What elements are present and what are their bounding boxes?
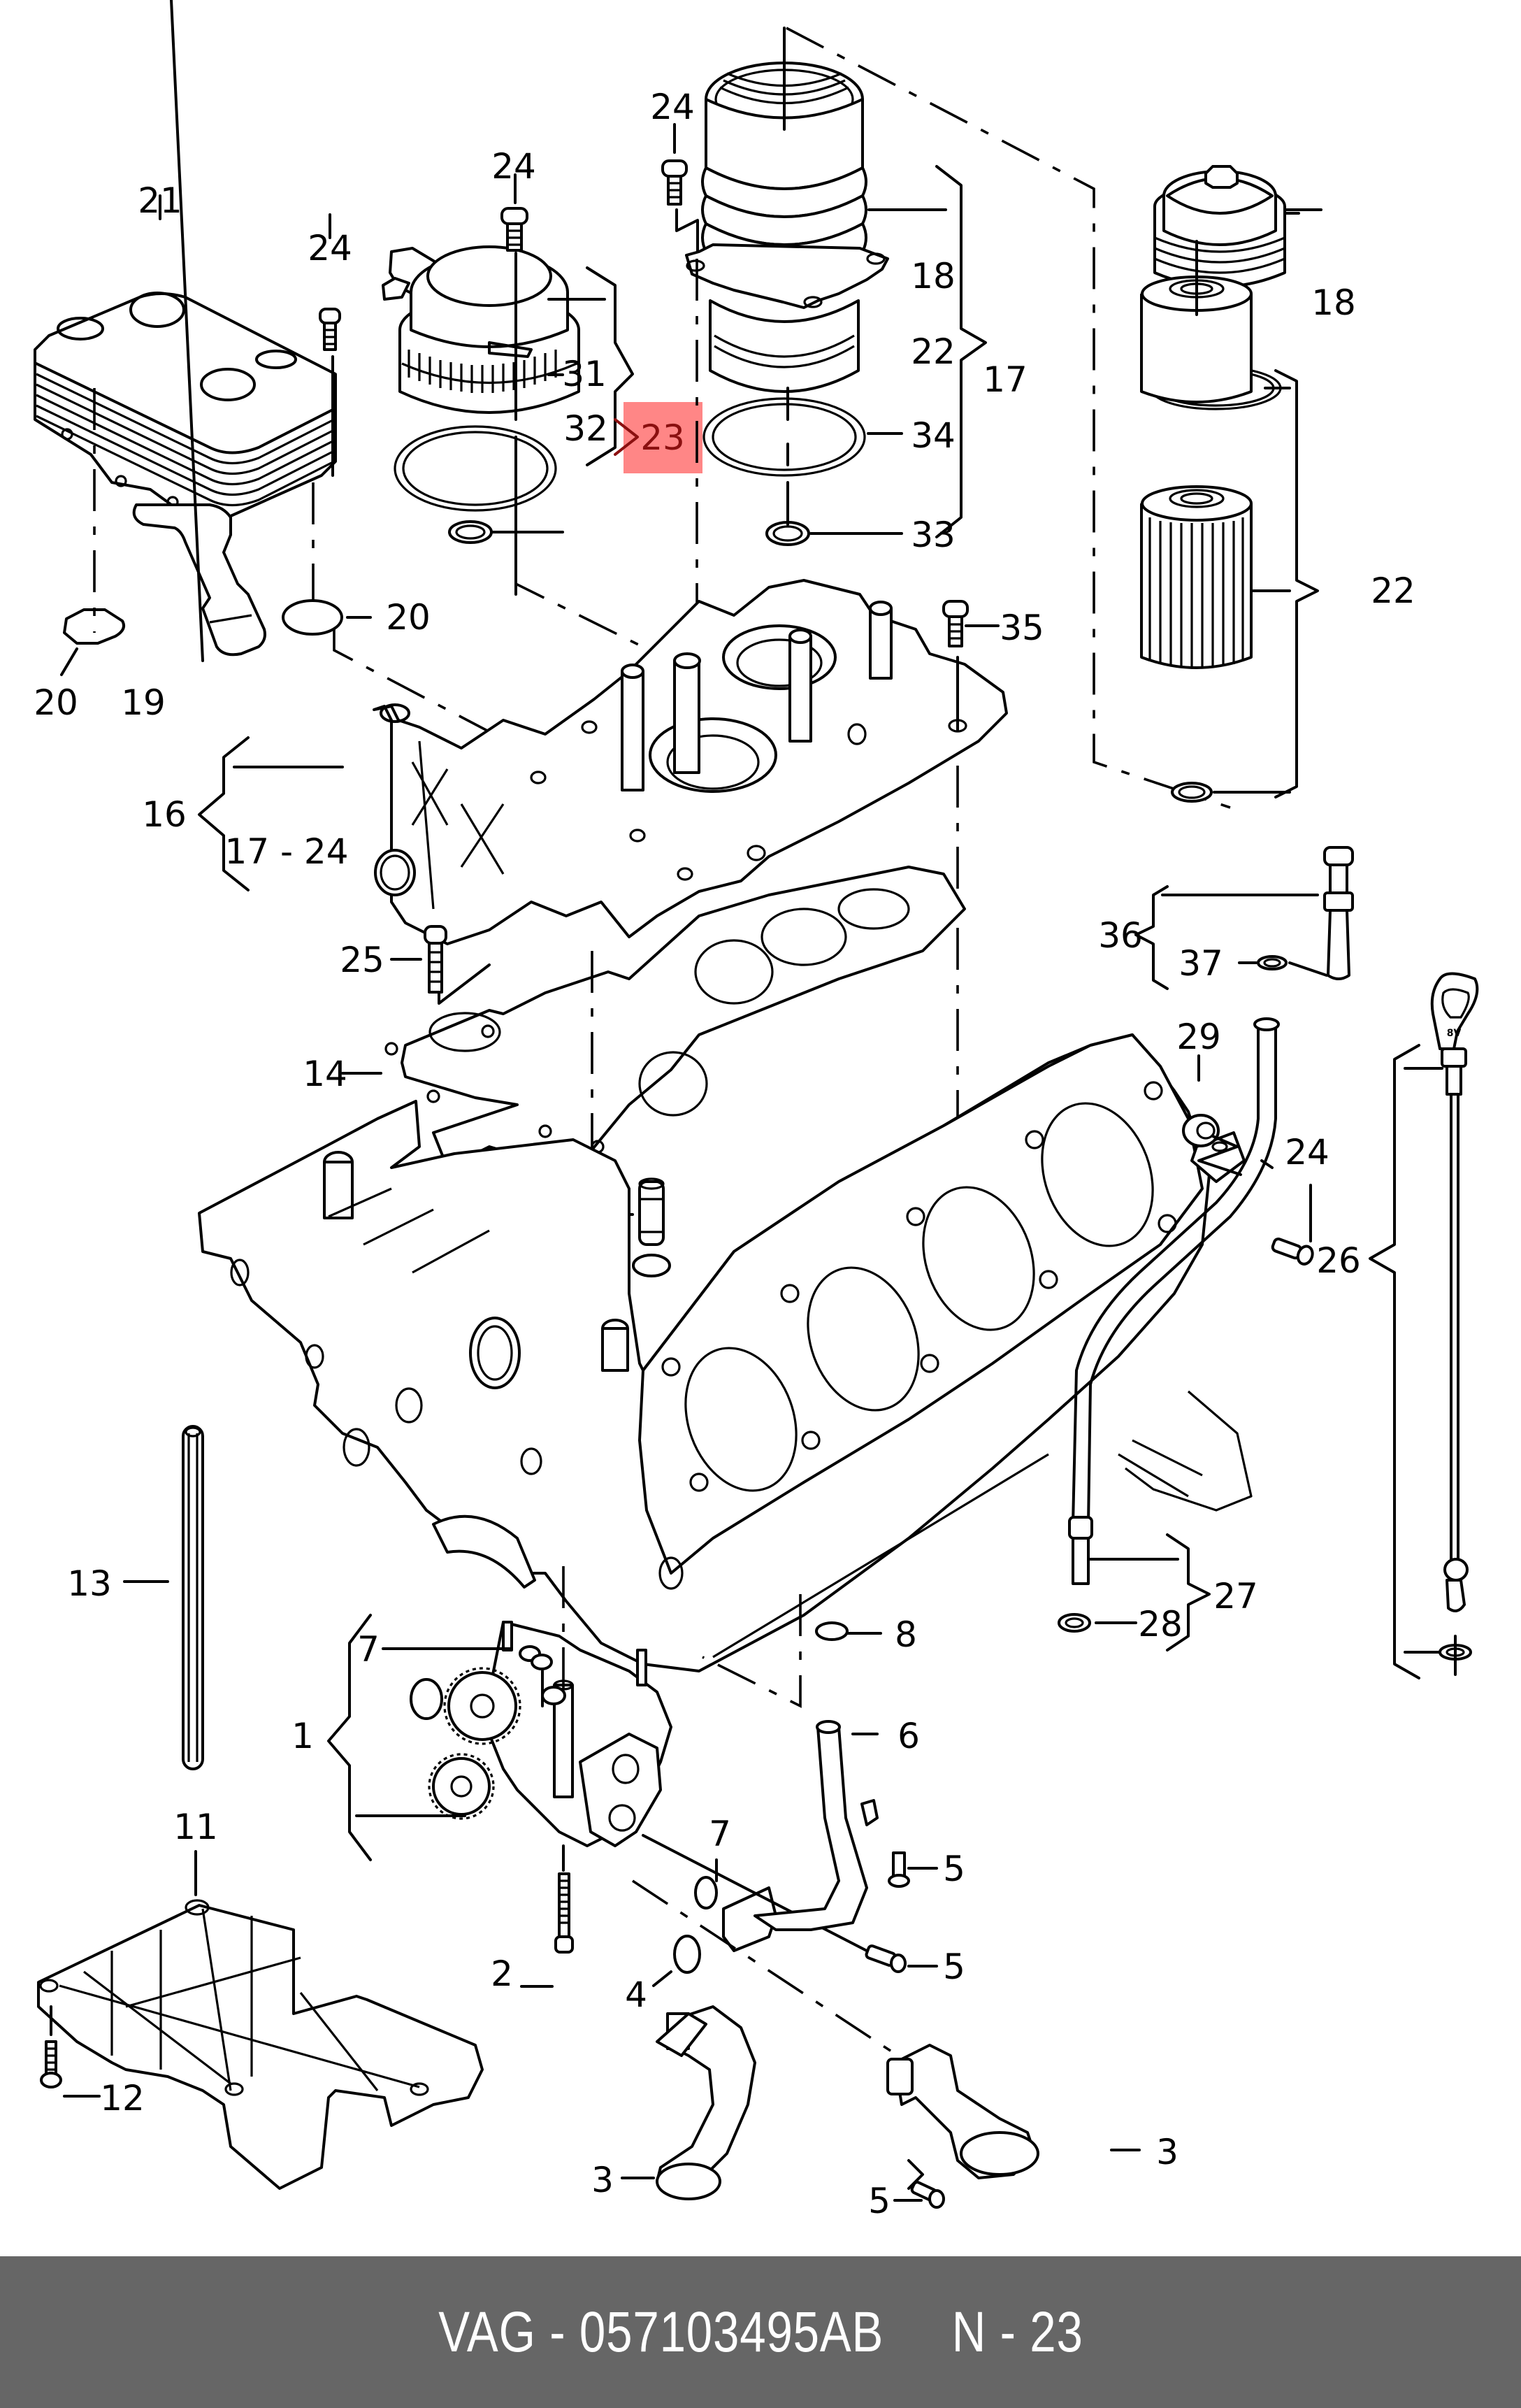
callout-24-separator: 24: [491, 146, 536, 187]
oil-separator[interactable]: [382, 245, 580, 414]
return-pipe-o-ring[interactable]: [815, 1621, 849, 1641]
tube-bolt[interactable]: [1271, 1235, 1315, 1266]
callout-1: 1: [291, 1716, 314, 1756]
callout-28: 28: [1138, 1604, 1183, 1644]
highlighted-callout-23[interactable]: 23: [614, 402, 702, 473]
callout-7-top: 7: [357, 1629, 380, 1670]
callout-24-cooler: 24: [308, 228, 352, 268]
pump-o-ring-top[interactable]: [519, 1645, 553, 1670]
part-info-footer: VAG - 057103495AB N - 23: [0, 2256, 1521, 2408]
callout-12: 12: [100, 2078, 145, 2119]
cooler-seal-right[interactable]: [282, 599, 343, 636]
callout-16-range: 17 - 24: [224, 831, 348, 872]
bracket-bolt-35[interactable]: [942, 600, 969, 647]
callout-5-top: 5: [943, 1849, 965, 1889]
oil-pickup-left[interactable]: [656, 2005, 756, 2200]
oil-pickup-right[interactable]: [886, 2044, 1039, 2179]
cooler-seal-left[interactable]: [63, 608, 125, 645]
callout-13: 13: [67, 1563, 112, 1604]
callout-24-housing: 24: [650, 87, 695, 127]
callout-20-left: 20: [34, 682, 78, 723]
oil-cooler-gasket[interactable]: [132, 503, 266, 657]
pickup-bolt[interactable]: [910, 2181, 945, 2209]
callout-6: 6: [898, 1716, 920, 1756]
filter-housing[interactable]: [685, 62, 889, 393]
callout-21: 21: [138, 180, 182, 221]
callout-22-housing: 22: [911, 331, 956, 372]
callout-37: 37: [1178, 943, 1223, 984]
tube-o-ring[interactable]: [1058, 1613, 1091, 1633]
pump-o-ring-right[interactable]: [694, 1876, 718, 1909]
callout-27: 27: [1213, 1576, 1258, 1617]
callout-18-housing: 18: [911, 256, 956, 296]
callout-18-cap: 18: [1311, 282, 1356, 323]
baffle-plate[interactable]: [37, 1899, 484, 2190]
separator-bolt[interactable]: [500, 207, 528, 252]
callout-25: 25: [340, 940, 384, 980]
callout-34: 34: [911, 415, 956, 456]
callout-33: 33: [911, 515, 956, 555]
callout-23: 23: [640, 417, 685, 458]
callout-4: 4: [625, 1975, 647, 2015]
sender-plug[interactable]: [1323, 846, 1354, 980]
oil-filter-bracket[interactable]: [373, 579, 1008, 945]
valve-15[interactable]: [632, 1177, 671, 1277]
callout-17: 17: [983, 359, 1028, 400]
part-number-caption: VAG - 057103495AB N - 23: [438, 2300, 1083, 2364]
parts-diagram: 21 19 20 24 20: [34, 0, 1479, 2221]
callout-3-right: 3: [1156, 2132, 1178, 2172]
dipstick[interactable]: 8V: [1430, 972, 1479, 1612]
housing-bolt[interactable]: [661, 159, 688, 206]
callout-11: 11: [173, 1807, 218, 1847]
callout-5-mid: 5: [943, 1947, 965, 1987]
oil-pump[interactable]: [410, 1621, 672, 1847]
sender-o-ring[interactable]: [1257, 955, 1288, 970]
callout-22-filter: 22: [1371, 571, 1415, 611]
callout-7-right: 7: [709, 1814, 731, 1854]
guide-tube[interactable]: [182, 1425, 204, 1770]
callout-26: 26: [1316, 1240, 1361, 1281]
flange-bolt[interactable]: [865, 1944, 907, 1973]
callout-29: 29: [1176, 1017, 1221, 1057]
oil-cooler[interactable]: [34, 292, 337, 519]
filter-element[interactable]: [1140, 275, 1253, 403]
pickup-o-ring[interactable]: [673, 1935, 701, 1974]
callout-8: 8: [895, 1614, 917, 1655]
gasket-14[interactable]: [384, 866, 966, 1169]
cooler-bolt[interactable]: [319, 308, 341, 351]
filter-element-cartridge[interactable]: [1140, 485, 1253, 669]
callout-2: 2: [491, 1954, 513, 1994]
callout-24-tube: 24: [1285, 1132, 1329, 1173]
callout-16: 16: [142, 794, 187, 835]
filter-cap[interactable]: [1153, 165, 1286, 288]
pipe-bolt[interactable]: [888, 1851, 910, 1888]
callout-36: 36: [1098, 915, 1143, 956]
bracket-bolt-25[interactable]: [424, 925, 447, 994]
callout-14: 14: [303, 1054, 347, 1094]
cylinder-block[interactable]: [198, 1033, 1253, 1672]
callout-31: 31: [562, 354, 607, 394]
callout-3-left: 3: [591, 2160, 614, 2200]
oil-return-pipe[interactable]: [754, 1720, 879, 1931]
callout-5-bottom: 5: [868, 2181, 891, 2221]
callout-35: 35: [1000, 608, 1044, 648]
dipstick-marking: 8V: [1447, 1028, 1462, 1039]
grommet-29[interactable]: [1182, 1114, 1220, 1147]
pump-bolt[interactable]: [554, 1872, 574, 1954]
callout-20-right: 20: [386, 597, 431, 638]
housing-seal[interactable]: [702, 397, 866, 477]
callout-32: 32: [563, 408, 608, 449]
baffle-bolt[interactable]: [40, 2040, 62, 2088]
callout-19: 19: [121, 682, 166, 723]
separator-seal[interactable]: [394, 425, 557, 512]
